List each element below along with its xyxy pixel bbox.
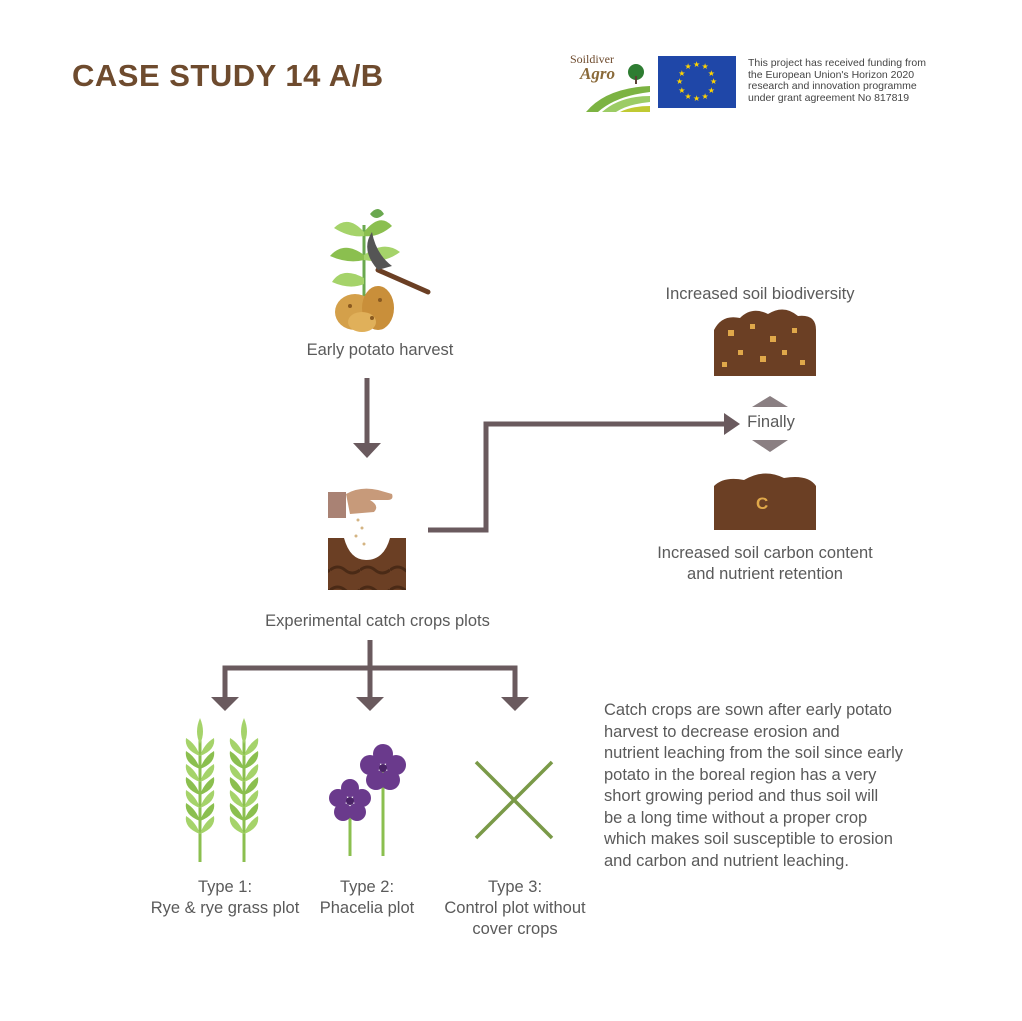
funding-line: research and innovation programme [748,80,917,92]
type3-desc: Control plot without [444,899,586,917]
branch-arrows [211,640,529,711]
potato-harvest-icon [330,209,431,332]
type1-desc: Rye & rye grass plot [150,899,300,917]
eu-star-icon: ★ [676,77,684,86]
eu-star-icon: ★ [710,77,718,86]
description-line: which makes soil susceptible to erosion [604,830,893,848]
funding-line: the European Union's Horizon 2020 [748,68,915,81]
description-line: short growing period and thus soil will [604,787,879,805]
description-line: harvest to decrease erosion and [604,722,840,741]
type2-desc: Phacelia plot [319,899,415,917]
type1-label: Type 1: Rye & rye grass plot [130,877,320,919]
carbon-label-line: and nutrient retention [687,565,843,583]
control-cross-icon [474,760,554,840]
eu-star-icon: ★ [701,91,709,101]
page-title: CASE STUDY 14 A/B [72,58,384,93]
arrow-down-harvest [353,378,381,458]
soil-biodiversity-icon [714,309,816,376]
type3-label: Type 3: Control plot without cover crops [424,877,606,940]
early-harvest-label: Early potato harvest [306,341,454,359]
type2-title: Type 2: [339,878,395,896]
eu-star-icon: ★ [701,62,709,72]
eu-star-icon: ★ [707,68,715,78]
experimental-plots-label: Experimental catch crops plots [265,612,490,630]
finally-label: Finally [747,413,795,431]
logo-top-text: Soildiver [570,52,614,66]
funding-line: under grant agreement No 817819 [748,91,910,104]
eu-star-icon: ★ [707,85,715,95]
soil-pit-icon [328,538,406,590]
biodiversity-label: Increased soil biodiversity [665,285,855,303]
rye-grass-icon [185,718,259,862]
arrow-to-finally [428,413,740,533]
type1-title: Type 1: [197,878,253,896]
description-line: nutrient leaching from the soil since ea… [604,744,903,762]
description-line: Catch crops are sown after early potato [604,701,892,719]
soil-carbon-icon [714,473,816,530]
logo-bottom-text: Agro [580,64,615,83]
description-line: potato in the boreal region has a very [604,765,877,784]
eu-star-icon: ★ [693,60,701,69]
eu-star-icon: ★ [684,91,692,101]
type2-label: Type 2: Phacelia plot [300,877,434,919]
carbon-label-line: Increased soil carbon content [657,544,873,562]
type3-desc: cover crops [472,920,558,938]
logo-fields-icon [586,64,650,112]
eu-star-icon: ★ [684,62,692,72]
type3-title: Type 3: [487,878,543,896]
carbon-label: Increased soil carbon content and nutrie… [630,543,900,585]
eu-star-icon: ★ [678,68,686,78]
sowing-hand-icon [328,488,393,546]
eu-flag-icon: ★★★★★★★★★★★★ [658,56,736,108]
eu-star-icon: ★ [693,94,701,103]
funding-line: This project has received funding from [748,57,927,69]
eu-star-icon: ★ [678,85,686,95]
triangle-up-icon [752,396,788,407]
soildiver-agro-logo: Soildiver Agro [566,50,650,112]
funding-statement: This project has received funding from t… [748,57,927,104]
description-line: and carbon and nutrient leaching. [604,851,849,870]
description-paragraph: Catch crops are sown after early potato … [604,700,934,872]
triangle-down-icon [752,440,788,452]
description-line: be a long time without a proper crop [604,808,868,827]
carbon-letter: C [756,494,769,513]
phacelia-flower-icon [329,744,406,856]
